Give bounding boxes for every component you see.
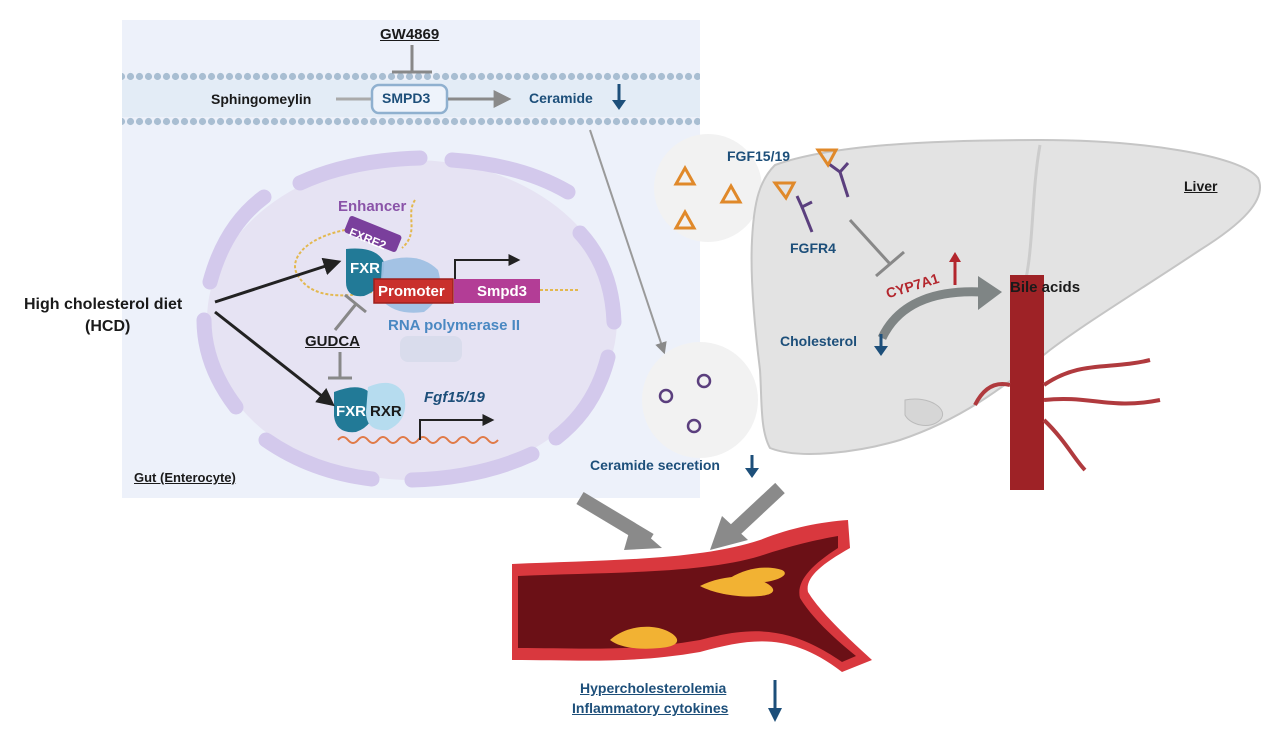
rna-polymerase-label: RNA polymerase II — [388, 317, 520, 334]
fgf-gene-label: Fgf15/19 — [424, 389, 485, 406]
hcd-label-line2: (HCD) — [85, 318, 131, 335]
cholesterol-label: Cholesterol — [780, 333, 858, 349]
liver-to-artery-arrow-head — [710, 516, 748, 550]
enhancer-label: Enhancer — [338, 198, 407, 215]
secretion-down-arrow — [745, 455, 759, 478]
ceramide-label: Ceramide — [529, 90, 593, 106]
vessel-branches — [973, 358, 1161, 472]
artery — [512, 520, 872, 672]
ceramide-particle — [658, 388, 674, 404]
hcd-label-line1: High cholesterol diet — [24, 296, 183, 313]
gudca-label: GUDCA — [305, 333, 360, 350]
liver-label: Liver — [1184, 178, 1218, 194]
cyp7a1-up-arrow-head — [949, 252, 961, 262]
fgf-cluster-bg — [654, 134, 762, 242]
rxr-label: RXR — [370, 403, 402, 420]
curved-arrow-head — [978, 276, 1002, 310]
transcription-arrow-top — [454, 254, 521, 279]
dna-bottom — [337, 436, 499, 444]
promoter-box — [373, 278, 454, 304]
polymerase-shadow — [400, 336, 462, 362]
gut-to-artery-arrow-head — [624, 522, 662, 550]
ceramide-particle — [686, 418, 702, 434]
fxr-bottom-shape — [334, 387, 375, 433]
fxr-bottom-label: FXR — [336, 403, 366, 420]
smpd3-gene-label: Smpd3 — [477, 283, 528, 300]
gw4869-label: GW4869 — [380, 26, 440, 43]
gut-label: Gut (Enterocyte) — [134, 470, 236, 485]
fgf-triangle — [719, 182, 743, 204]
hypercholesterolemia-label: Hypercholesterolemia — [580, 680, 727, 696]
cholesterol-down-arrow — [874, 334, 888, 356]
fxr-top-label: FXR — [350, 260, 380, 277]
fgfr4-label: FGFR4 — [790, 240, 836, 256]
liver-to-artery-arrow — [730, 482, 785, 536]
fgf-protein-label: FGF15/19 — [727, 148, 791, 164]
bile-acids-label: Bile acids — [1010, 279, 1081, 296]
gudca-top-inhibition — [333, 293, 367, 331]
fgf-triangle — [673, 164, 697, 186]
ceramide-cluster-bg — [642, 342, 758, 458]
sphingomyelin-label: Sphingomeylin — [211, 91, 312, 107]
rxr-shape — [366, 382, 406, 431]
gudca-bottom-inhibition — [328, 352, 352, 380]
cholesterol-to-bile-acids-arrow — [877, 287, 983, 341]
gallbladder — [904, 398, 943, 426]
hcd-to-fxr-top-arrow — [214, 257, 342, 304]
nuclear-envelope — [196, 150, 622, 488]
ceramide-secretion-label: Ceramide secretion — [590, 457, 720, 473]
fgfr4-inhibition — [848, 218, 905, 278]
fgf-triangle — [673, 208, 697, 230]
fgfr4-receptor — [795, 162, 850, 233]
smpd3-enzyme-label: SMPD3 — [382, 90, 431, 106]
smpd3-enzyme-box — [370, 83, 449, 115]
fgf-bound-triangle — [772, 181, 797, 201]
hcd-to-fxr-bottom-arrow — [214, 310, 335, 407]
promoter-label: Promoter — [378, 283, 445, 300]
gw4869-inhibition — [392, 45, 432, 74]
ceramide-particle — [696, 373, 712, 389]
nucleus — [207, 160, 617, 480]
fgf-bound-triangle — [815, 148, 839, 168]
dna-strand — [294, 199, 578, 297]
transcription-arrow-bottom — [419, 414, 495, 440]
ceramide-secretion-arrow — [589, 129, 667, 355]
fxre2-box — [344, 216, 402, 252]
hepatic-vessel — [1010, 275, 1044, 490]
smpd3-gene-box — [454, 279, 540, 303]
ceramide-down-arrow — [612, 84, 626, 110]
inflammatory-cytokines-label: Inflammatory cytokines — [572, 700, 729, 716]
outcome-down-arrow — [768, 680, 782, 722]
liver-shape — [750, 138, 1261, 455]
